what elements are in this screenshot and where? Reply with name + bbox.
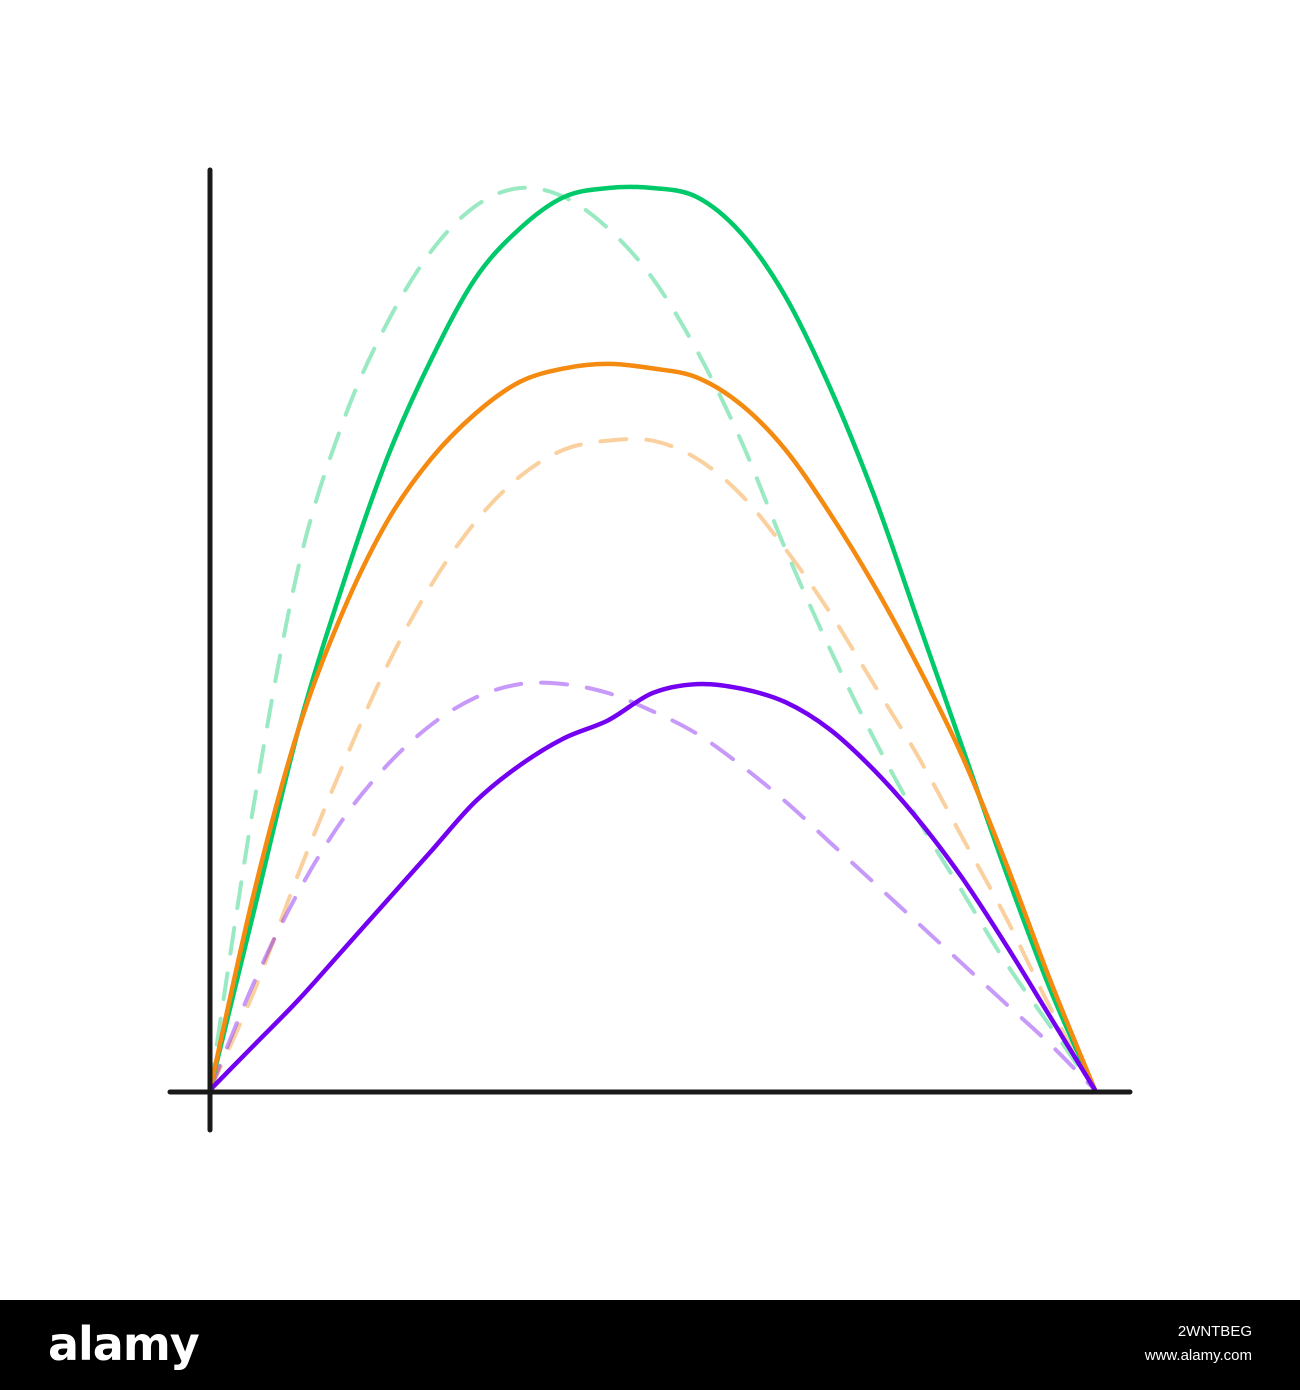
series-0-solid-line [207,184,1098,1093]
series-layer [207,184,1098,1093]
series-4-solid-line [207,681,1098,1093]
series-1-dashed-line [208,185,1097,1092]
series-3-dashed-line [208,436,1097,1092]
alamy-logo: alamy [48,1317,200,1371]
watermark-bar: alamy 2WNTBEG www.alamy.com [0,1300,1300,1390]
image-id: 2WNTBEG [1177,1323,1252,1340]
site-url: www.alamy.com [1144,1347,1252,1364]
series-2-solid-line [207,361,1098,1093]
chart [167,167,1133,1133]
